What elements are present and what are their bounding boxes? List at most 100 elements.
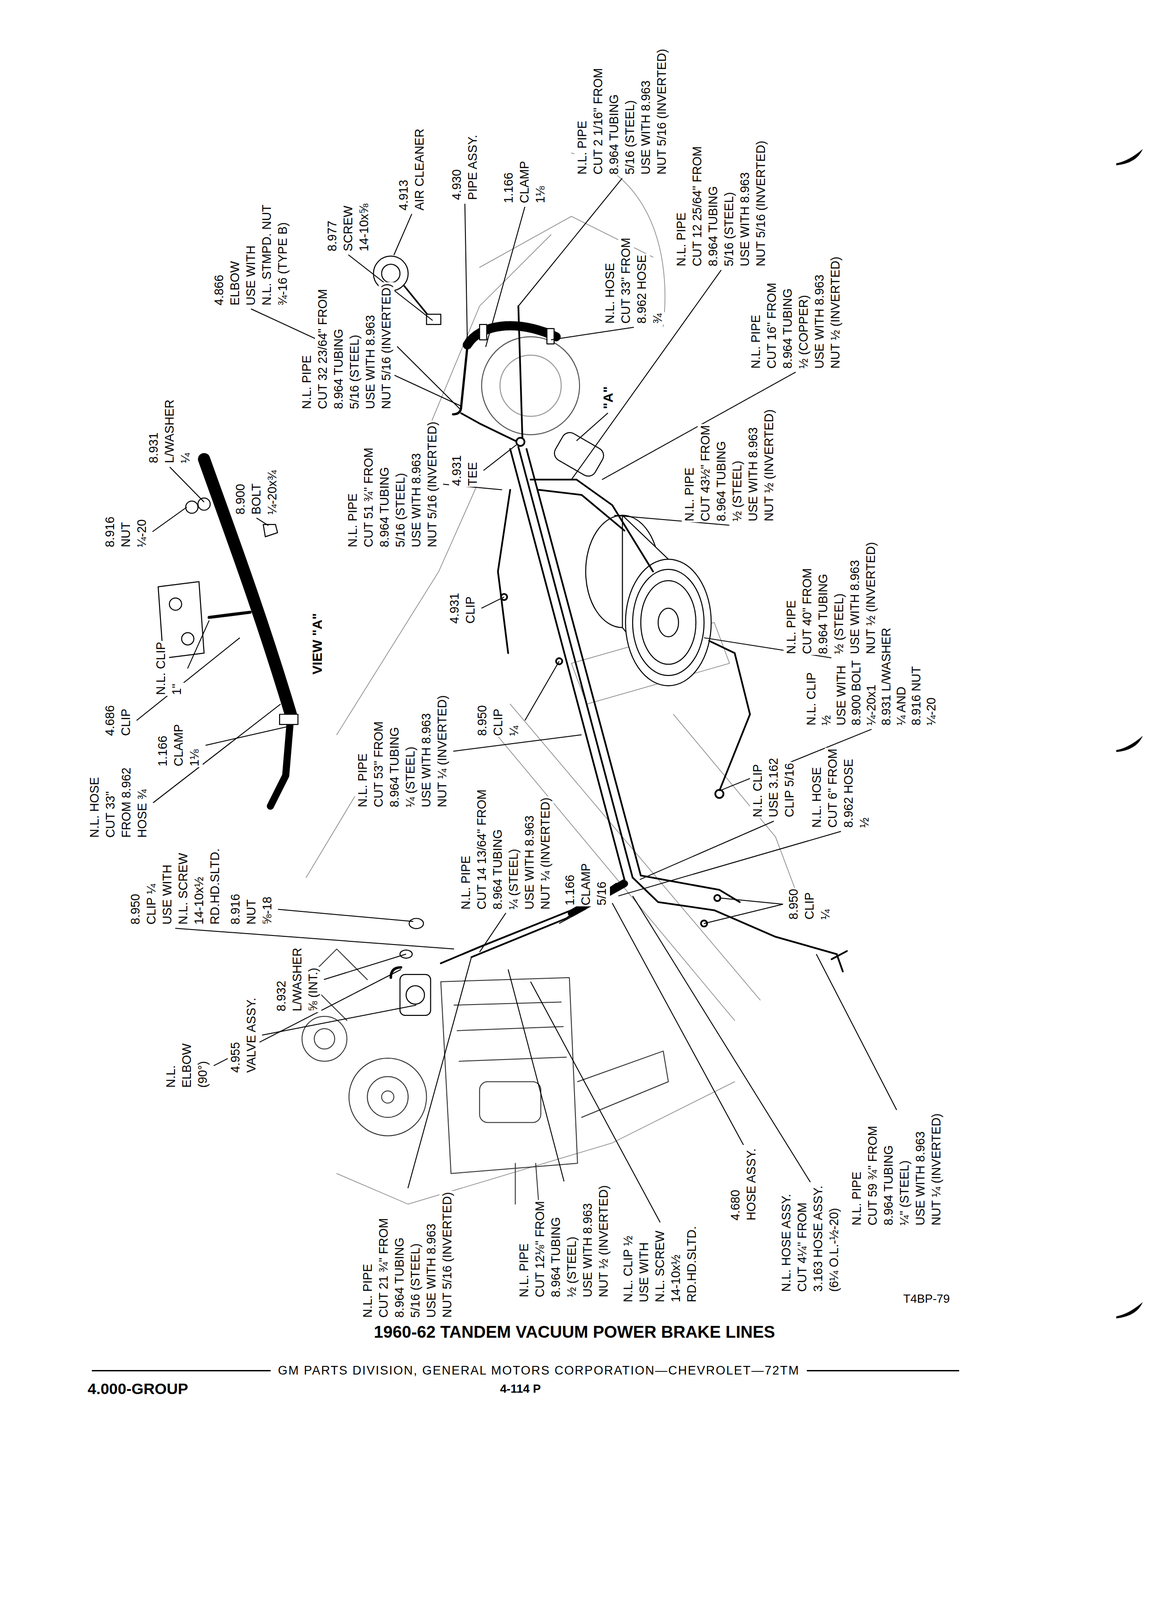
text-line: USE WITH <box>243 244 260 307</box>
hose-spec: N.L. HOSE CUT 33" FROM 8.962 HOSE ¾ <box>602 236 666 325</box>
pipe-spec: N.L. PIPE CUT 14 13/64" FROM 8.964 TUBIN… <box>458 788 554 910</box>
text-line: USE WITH 8.963 <box>418 712 435 809</box>
text-line: 1⅛ <box>186 748 203 768</box>
text-line: N.L. PIPE <box>354 752 371 809</box>
text-line: ¼ (STEEL) <box>505 847 522 911</box>
page-number: 4-114 P <box>499 1381 542 1396</box>
text-line: NUT ¼ (INVERTED) <box>434 694 451 809</box>
text-line: N.L. SCREW <box>652 1229 669 1304</box>
text-line: CUT 59 ¾" FROM <box>864 1124 881 1227</box>
brake-pipes-part <box>556 658 563 665</box>
engine-ghost-part <box>479 1081 541 1123</box>
figure-title: 1960-62 TANDEM VACUUM POWER BRAKE LINES <box>372 1322 778 1342</box>
part-callout: N.L. CLIP USE 3.162 CLIP 5/16 <box>749 757 798 819</box>
part-callout: 4.931 CLIP <box>446 591 479 625</box>
text-line: NUT 5/16 (INVERTED) <box>424 420 441 549</box>
part-callout: 4.913 AIR CLEANER <box>395 127 428 212</box>
text-line: NUT 5/16 (INVERTED) <box>753 139 770 268</box>
chassis-ghost-part <box>571 153 665 327</box>
leader-line <box>278 909 414 922</box>
leader-line <box>576 412 608 441</box>
figure-number: T4BP-79 <box>902 1291 951 1306</box>
footer-text: GM PARTS DIVISION, GENERAL MOTORS CORPOR… <box>277 1363 801 1378</box>
text-line: NUT ¼ (INVERTED) <box>928 1112 945 1227</box>
text-line: 8.932 <box>273 979 290 1013</box>
engine-ghost-part <box>454 1002 567 1062</box>
text-line: N.L. PIPE <box>344 492 361 549</box>
engine-ghost <box>302 949 669 1204</box>
text-line: 8.964 TUBING <box>548 1215 565 1299</box>
leader-line <box>704 904 784 924</box>
text-line: 8.964 TUBING <box>386 725 403 809</box>
text-line: GM PARTS DIVISION, GENERAL MOTORS CORPOR… <box>277 1363 801 1378</box>
text-line: 8.964 TUBING <box>880 1144 897 1227</box>
text-line: 4.866 <box>211 273 228 307</box>
text-line: 8.950 <box>474 704 491 737</box>
illustration <box>158 149 1143 1319</box>
part-callout: 8.932 L/WASHER ⅝ (INT.) <box>273 946 322 1013</box>
text-line: 4.913 <box>395 178 412 212</box>
valve-assembly <box>390 918 431 1015</box>
leader-line <box>618 831 841 896</box>
text-line: ¼" (STEEL) <box>896 1159 913 1227</box>
text-line: N.L. CLIP <box>153 640 170 696</box>
brake-pipes-part <box>632 877 837 955</box>
text-line: USE WITH 8.963 <box>912 1130 929 1227</box>
text-line: RD.HD.SLTD. <box>684 1224 700 1304</box>
text-line: N.L. PIPE <box>458 854 475 911</box>
part-callout: N.L. CLIP 1" <box>153 640 185 696</box>
text-line: 4.686 <box>102 704 119 737</box>
hose-spec: N.L. HOSE CUT 6" FROM 8.962 HOSE ½ <box>809 747 873 829</box>
brake-pipes-part <box>530 479 653 572</box>
text-line: 8.900 <box>232 482 249 516</box>
text-line: CUT 16" FROM <box>764 281 780 370</box>
leader-line <box>394 214 412 256</box>
tandem-booster <box>551 429 711 686</box>
text-line: N.L. SCREW <box>175 852 192 926</box>
part-callout: 4.680 HOSE ASSY. <box>727 1147 760 1222</box>
text-line: USE WITH 8.963 <box>521 814 538 910</box>
punch-mark-part <box>1116 1302 1143 1319</box>
tandem-booster-part <box>658 608 679 637</box>
footer-rule <box>806 1369 960 1372</box>
leader-line <box>481 596 505 609</box>
hose-and-pipe-assembly-part <box>461 346 468 406</box>
text-line: CUT 6" FROM <box>824 747 841 829</box>
leader-line <box>175 928 455 950</box>
text-line: 8.964 TUBING <box>489 828 506 911</box>
leader-line <box>632 895 811 1183</box>
text-line: N.L. CLIP <box>804 671 820 727</box>
text-line: CUT 21 ¾" FROM <box>375 1216 392 1319</box>
view-a-detail-part <box>263 524 278 537</box>
pipe-spec: N.L. PIPE CUT 16" FROM 8.964 TUBING ½ (C… <box>748 255 844 370</box>
text-line: USE WITH 8.963 <box>362 314 379 410</box>
text-line: N.L. PIPE <box>849 1170 865 1227</box>
text-line: 1.166 <box>500 171 517 205</box>
text-line: 8.977 <box>324 219 341 253</box>
text-line: NUT ½ (INVERTED) <box>761 408 778 523</box>
text-line: CLAMP <box>170 723 187 768</box>
pipe-spec: N.L. PIPE CUT 43½" FROM 8.964 TUBING ½ (… <box>681 408 778 523</box>
text-line: USE WITH <box>834 664 850 727</box>
text-line: NUT <box>243 898 260 926</box>
punch-mark <box>1116 149 1143 1319</box>
text-line: PIPE ASSY. <box>464 134 481 202</box>
hose-and-pipe-assembly-part <box>546 328 555 345</box>
text-line: CUT 51 ¾" FROM <box>360 446 377 548</box>
text-line: NUT <box>118 520 135 549</box>
part-callout: 8.950 CLIP ¼ <box>785 887 834 921</box>
text-line: CUT 2 1/16" FROM <box>590 67 607 176</box>
air-cleaner-part <box>404 285 431 319</box>
text-line: (6¼ O.L.-½-20) <box>826 1207 843 1294</box>
text-line: CUT 33" <box>102 790 119 839</box>
leader-line <box>136 637 240 721</box>
text-line: CLIP <box>801 891 818 921</box>
valve-assembly-part <box>409 918 424 929</box>
leader-line <box>407 957 472 1189</box>
text-line: N.L. STMPD. NUT <box>259 203 275 306</box>
text-line: CUT 14 13/64" FROM <box>474 788 490 910</box>
engine-ghost-part <box>515 1163 540 1204</box>
text-line: USE WITH <box>636 1241 653 1304</box>
pipe-spec: N.L. PIPE CUT 21 ¾" FROM 8.964 TUBING 5/… <box>359 1190 456 1319</box>
text-line: ELBOW <box>227 259 244 307</box>
